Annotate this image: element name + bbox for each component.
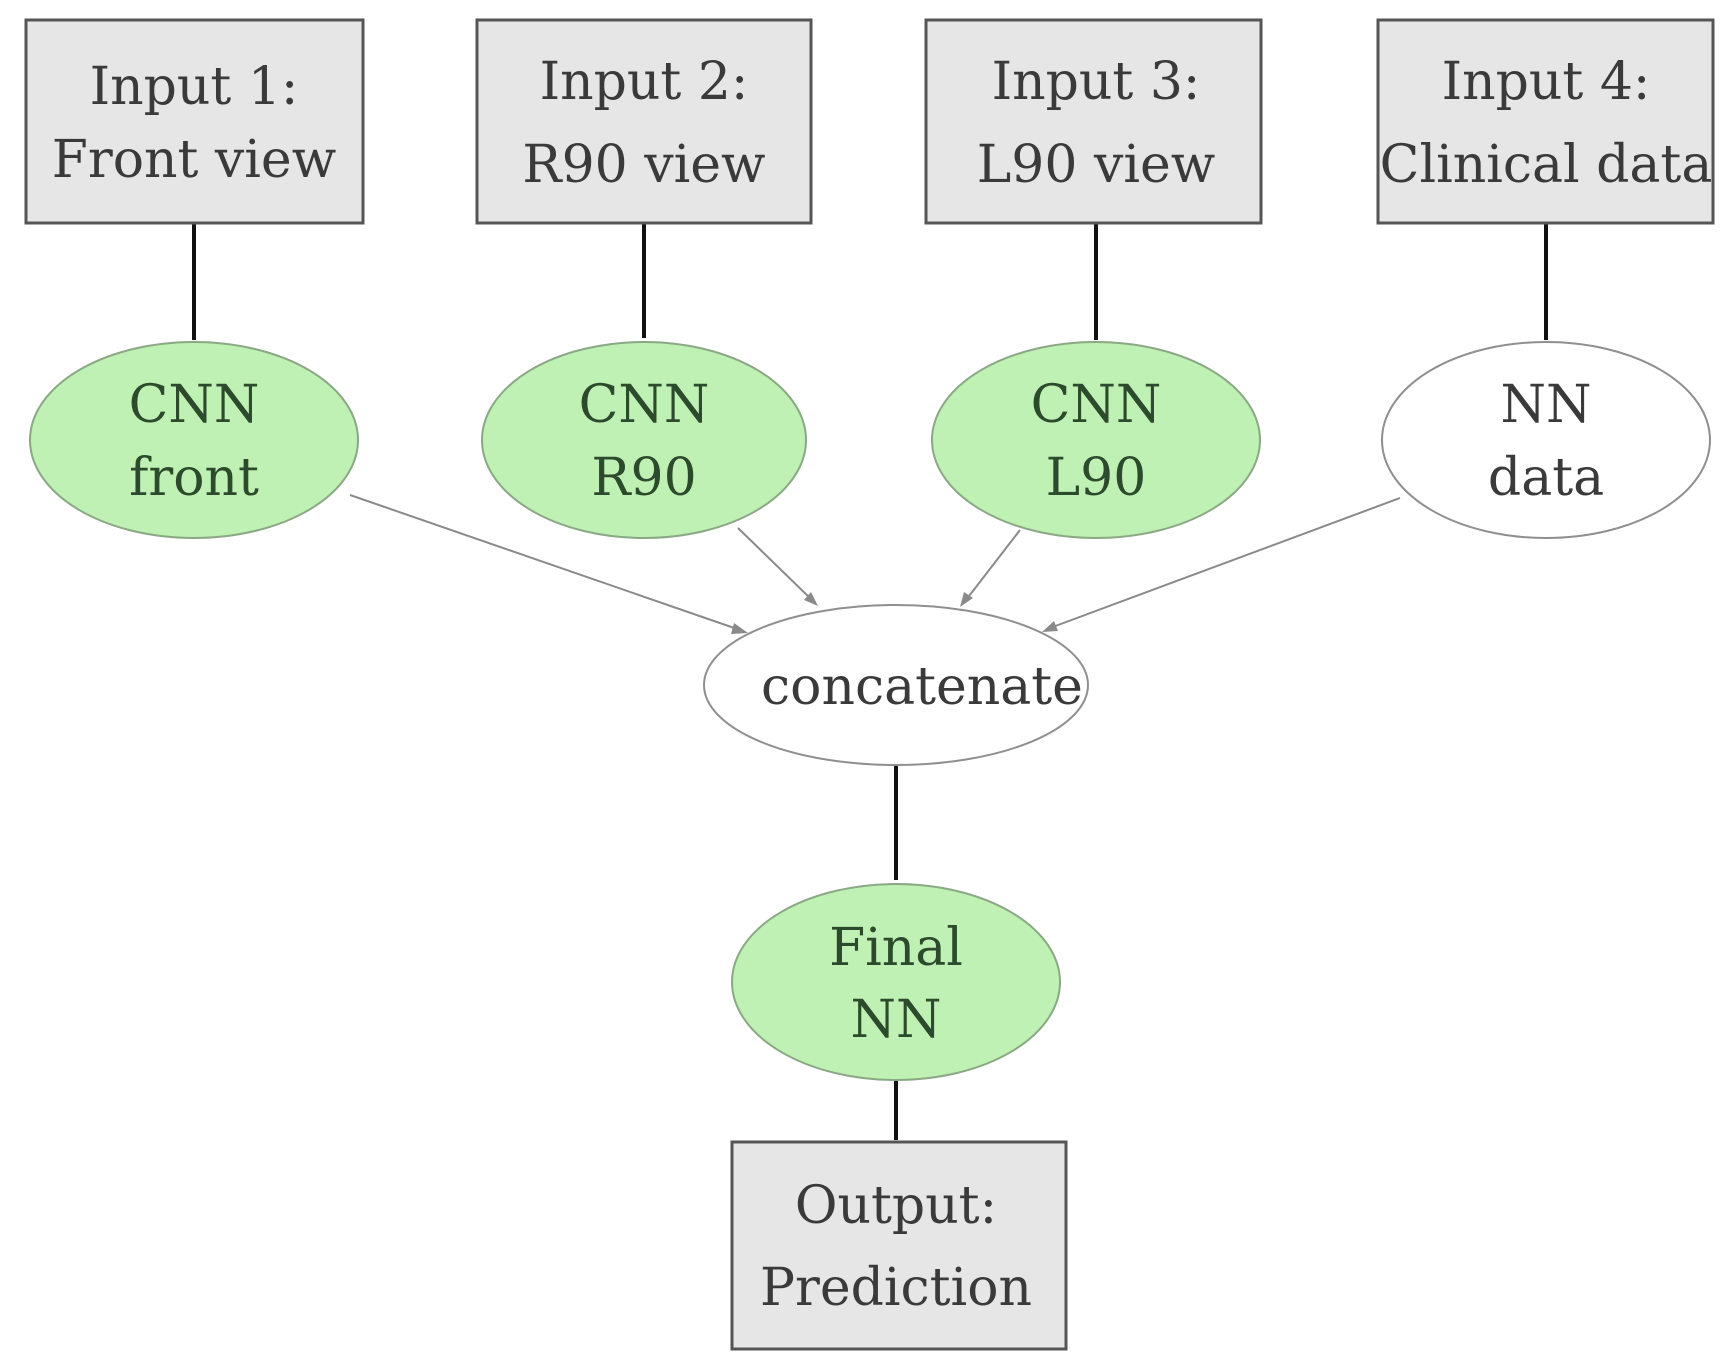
input-box-title: Input 4: — [1442, 52, 1651, 112]
node-label-line2: data — [1488, 448, 1604, 508]
node-label-line1: CNN — [129, 375, 260, 435]
input-box-front-view: Input 1: Front view — [24, 18, 365, 225]
input-box-subtitle: Front view — [52, 130, 336, 190]
output-box-subtitle: Prediction — [760, 1258, 1032, 1318]
input-box-title: Input 1: — [90, 57, 299, 117]
cnn-front-node: CNN front — [29, 341, 359, 539]
node-label-line2: front — [129, 448, 259, 508]
node-label-line1: Final — [829, 918, 963, 978]
cnn-r90-node: CNN R90 — [481, 341, 807, 539]
concatenate-node: concatenate — [703, 604, 1089, 766]
edge-nn-data-concat — [1042, 497, 1401, 632]
nn-data-node: NN data — [1381, 341, 1711, 539]
input-box-r90-view: Input 2: R90 view — [475, 18, 813, 225]
input-box-title: Input 3: — [992, 52, 1201, 112]
node-label-line2: L90 — [1046, 448, 1147, 508]
edge-cnn-l90-concat — [960, 529, 1021, 607]
node-label-line1: CNN — [579, 375, 710, 435]
edge-cnn-r90-concat — [737, 527, 818, 606]
input-box-l90-view: Input 3: L90 view — [924, 18, 1263, 225]
output-box-prediction: Output: Prediction — [730, 1140, 1068, 1351]
node-label-line2: NN — [851, 990, 942, 1050]
output-box-title: Output: — [795, 1176, 997, 1236]
input-box-subtitle: Clinical data — [1380, 135, 1713, 195]
cnn-l90-node: CNN L90 — [931, 341, 1261, 539]
node-label-line2: R90 — [591, 448, 696, 508]
input-box-title: Input 2: — [540, 52, 749, 112]
node-label-line1: CNN — [1031, 375, 1162, 435]
concatenate-label: concatenate — [761, 657, 1083, 717]
input-box-clinical-data: Input 4: Clinical data — [1376, 18, 1715, 225]
node-label-line1: NN — [1501, 375, 1592, 435]
final-nn-node: Final NN — [731, 883, 1061, 1081]
input-box-subtitle: L90 view — [977, 135, 1216, 195]
edge-cnn-front-concat — [349, 494, 748, 634]
input-box-subtitle: R90 view — [522, 135, 765, 195]
